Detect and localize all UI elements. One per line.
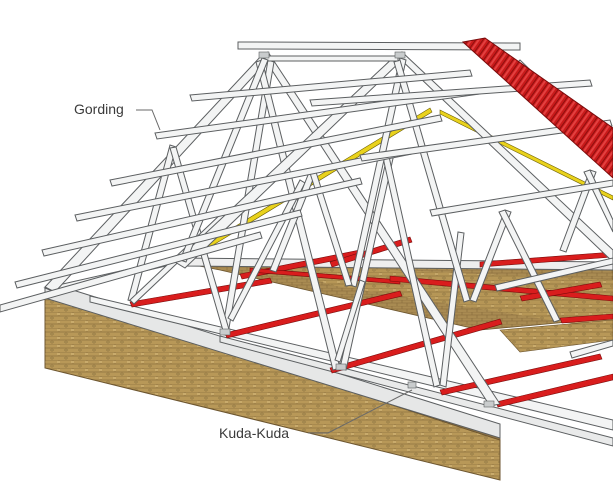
callout-lines [136, 109, 413, 434]
connection-plates [219, 51, 495, 408]
kuda-kuda-label: Kuda-Kuda [219, 425, 290, 441]
gording-leader-line [136, 109, 161, 131]
roof-sheet [461, 37, 613, 179]
gording-label: Gording [74, 101, 124, 117]
gording [0, 41, 613, 359]
kuda-kuda-leader-line [308, 389, 413, 434]
